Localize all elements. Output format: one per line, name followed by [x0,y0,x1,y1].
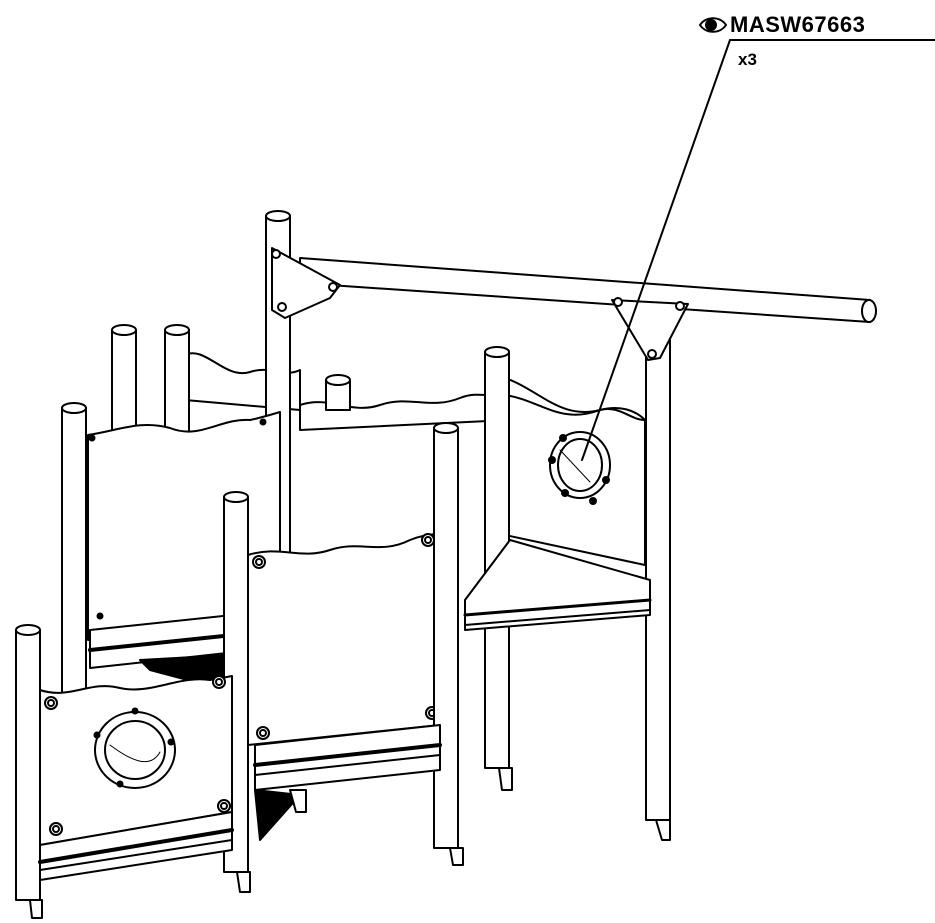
deck-front-left [38,811,234,881]
bracket-left [271,247,341,319]
deck-right [463,539,652,631]
callout-part-number: MASW67663 [730,12,866,37]
post-left-tall [61,402,87,709]
top-crossbar [299,257,877,323]
callout-quantity: x3 [738,50,757,69]
front-centre-panel [247,533,441,746]
deck-front-centre [253,724,442,841]
right-porthole-panel [504,394,646,566]
front-left-porthole-panel [39,675,233,846]
post-front-left [15,624,43,919]
eye-icon [698,17,728,33]
bracket-right [611,299,689,361]
post-centre-right [433,422,464,866]
callout-leader [581,39,935,461]
